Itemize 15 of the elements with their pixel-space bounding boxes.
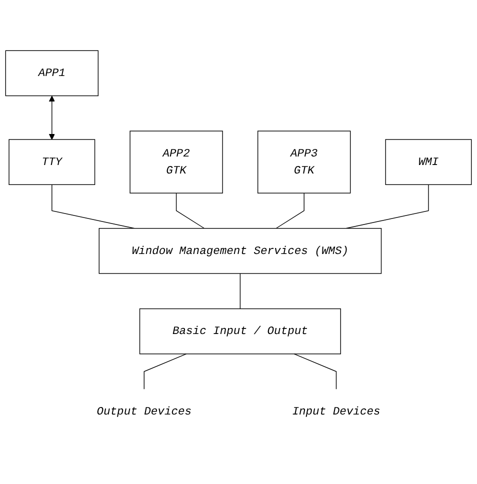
- connector: [294, 353, 337, 390]
- connector: [144, 353, 187, 390]
- connector: [176, 192, 205, 228]
- node-box: Basic Input / Output: [139, 308, 341, 354]
- connector: [276, 192, 304, 228]
- node-box: WMI: [385, 138, 472, 185]
- node-box: APP1: [5, 50, 99, 96]
- node-box: TTY: [8, 138, 96, 185]
- arrow: [48, 95, 55, 140]
- node-box: Window Management Services (WMS): [98, 228, 382, 274]
- node-box: APP2 GTK: [130, 130, 223, 193]
- node-text: Output Devices: [96, 404, 192, 418]
- connector: [240, 272, 241, 309]
- node-text: Input Devices: [292, 404, 380, 418]
- node-box: APP3 GTK: [257, 130, 351, 193]
